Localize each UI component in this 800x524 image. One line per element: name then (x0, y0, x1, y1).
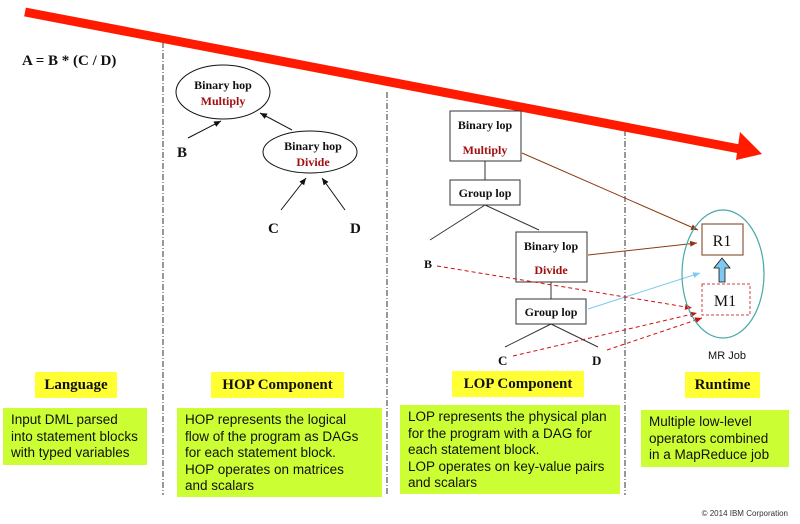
mr-job-label: MR Job (708, 350, 746, 362)
hop-multiply-node (175, 64, 271, 120)
lop-divide-title: Binary lop (524, 239, 579, 253)
arrow-divide-to-r1 (587, 240, 698, 256)
lop-multiply-node (449, 110, 522, 162)
hop-dag: Binary hop Multiply Binary hop Divide B … (175, 64, 361, 237)
section-title-runtime: Runtime (685, 372, 760, 398)
lop-dag: Binary lop Multiply Group lop Binary lop… (424, 110, 601, 368)
lop-multiply-title: Binary lop (458, 118, 513, 132)
arrow-c-to-m1 (512, 311, 698, 357)
copyright: © 2014 IBM Corporation (701, 509, 788, 518)
section-title-language: Language (35, 372, 117, 398)
lop-divide-node (515, 231, 588, 283)
hop-multiply-op: Multiply (201, 94, 246, 108)
hop-edge-c-divide (280, 177, 307, 211)
description-language: Input DML parsed into statement blocks w… (3, 408, 147, 465)
lop-leaf-c: C (498, 353, 507, 368)
description-hop: HOP represents the logical flow of the p… (177, 408, 382, 497)
lop-divide-op: Divide (534, 263, 568, 277)
map-m1-label: M1 (714, 293, 736, 310)
arrow-multiply-to-r1 (521, 152, 699, 231)
hop-edge-b-multiply (187, 120, 222, 139)
lop-multiply-op: Multiply (463, 143, 508, 157)
description-lop: LOP represents the physical plan for the… (400, 405, 620, 494)
mr-job: R1 M1 MR Job (681, 209, 765, 362)
lop-group-top (449, 179, 521, 206)
hop-edge-divide-multiply (259, 112, 293, 131)
hop-edge-d-divide (321, 177, 346, 211)
hop-leaf-b: B (177, 145, 187, 161)
hop-multiply-title: Binary hop (194, 78, 252, 92)
section-title-lop: LOP Component (452, 371, 584, 397)
hop-divide-title: Binary hop (284, 139, 342, 153)
description-runtime: Multiple low-level operators combined in… (641, 410, 789, 467)
mr-job-ellipse (681, 209, 765, 339)
reduce-r1-box (701, 223, 744, 256)
hop-divide-node (262, 130, 358, 174)
equation: A = B * (C / D) (22, 53, 116, 69)
section-title-hop: HOP Component (211, 372, 344, 398)
hop-leaf-c: C (268, 221, 279, 237)
arrow-b-to-m1 (436, 265, 693, 310)
lop-leaf-b: B (424, 257, 432, 271)
hop-divide-op: Divide (296, 155, 330, 169)
lop-leaf-d: D (592, 353, 601, 368)
lop-group-bottom (515, 298, 587, 325)
reduce-r1-label: R1 (713, 233, 732, 250)
lop-group-top-label: Group lop (459, 186, 512, 200)
flow-arrow (24, 7, 762, 160)
hop-leaf-d: D (350, 221, 361, 237)
m1-to-r1-arrow (713, 257, 731, 283)
arrow-group-to-shuffle (587, 272, 701, 310)
lop-group-bottom-label: Group lop (525, 305, 578, 319)
map-m1-box (701, 283, 751, 316)
arrow-d-to-m1 (606, 317, 703, 351)
